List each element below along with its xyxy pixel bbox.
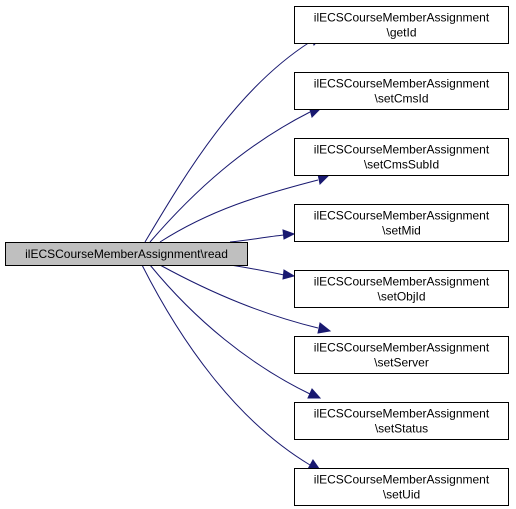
edge-arrow-setserver	[317, 322, 332, 334]
callee-node-getid[interactable]: ilECSCourseMemberAssignment\getId	[294, 6, 509, 44]
edge-arrow-setmid	[282, 229, 296, 240]
callee-method-label: \setMid	[382, 224, 421, 238]
callee-class-label: ilECSCourseMemberAssignment	[314, 143, 490, 157]
callee-method-label: \setCmsSubId	[364, 158, 439, 172]
callee-method-label: \setUid	[383, 488, 420, 502]
callee-method-label: \setServer	[374, 356, 429, 370]
root-node-label: ilECSCourseMemberAssignment\read	[25, 247, 228, 261]
callee-class-label: ilECSCourseMemberAssignment	[314, 341, 490, 355]
callee-class-label: ilECSCourseMemberAssignment	[314, 11, 490, 25]
callee-node-setstatus[interactable]: ilECSCourseMemberAssignment\setStatus	[294, 402, 509, 440]
callee-node-setcmssubid[interactable]: ilECSCourseMemberAssignment\setCmsSubId	[294, 138, 509, 176]
callee-method-label: \setStatus	[375, 422, 428, 436]
callee-class-label: ilECSCourseMemberAssignment	[314, 209, 490, 223]
callee-class-label: ilECSCourseMemberAssignment	[314, 77, 490, 91]
edge-to-setcmsid	[149, 111, 311, 243]
callee-method-label: \setObjId	[377, 290, 425, 304]
edge-to-setmid	[229, 234, 285, 243]
edge-arrow-setstatus	[307, 388, 322, 399]
callee-method-label: \getId	[386, 26, 416, 40]
edge-to-setuid	[141, 264, 311, 466]
callee-node-setmid[interactable]: ilECSCourseMemberAssignment\setMid	[294, 204, 509, 242]
root-node[interactable]: ilECSCourseMemberAssignment\read	[5, 242, 248, 266]
edge-arrow-setobjid	[282, 269, 296, 280]
callee-class-label: ilECSCourseMemberAssignment	[314, 407, 490, 421]
callee-node-setobjid[interactable]: ilECSCourseMemberAssignment\setObjId	[294, 270, 509, 308]
callee-nodes: ilECSCourseMemberAssignment\getIdilECSCo…	[294, 6, 509, 506]
callee-node-setuid[interactable]: ilECSCourseMemberAssignment\setUid	[294, 468, 509, 506]
edge-to-setstatus	[149, 264, 311, 395]
callee-node-setcmsid[interactable]: ilECSCourseMemberAssignment\setCmsId	[294, 72, 509, 110]
callee-method-label: \setCmsId	[374, 92, 428, 106]
callee-class-label: ilECSCourseMemberAssignment	[314, 473, 490, 487]
edge-to-setcmssubid	[159, 179, 319, 243]
edge-to-setobjid	[229, 264, 285, 276]
callee-node-setserver[interactable]: ilECSCourseMemberAssignment\setServer	[294, 336, 509, 374]
edge-to-getid	[144, 41, 311, 243]
callee-class-label: ilECSCourseMemberAssignment	[314, 275, 490, 289]
edge-to-setserver	[159, 264, 319, 329]
